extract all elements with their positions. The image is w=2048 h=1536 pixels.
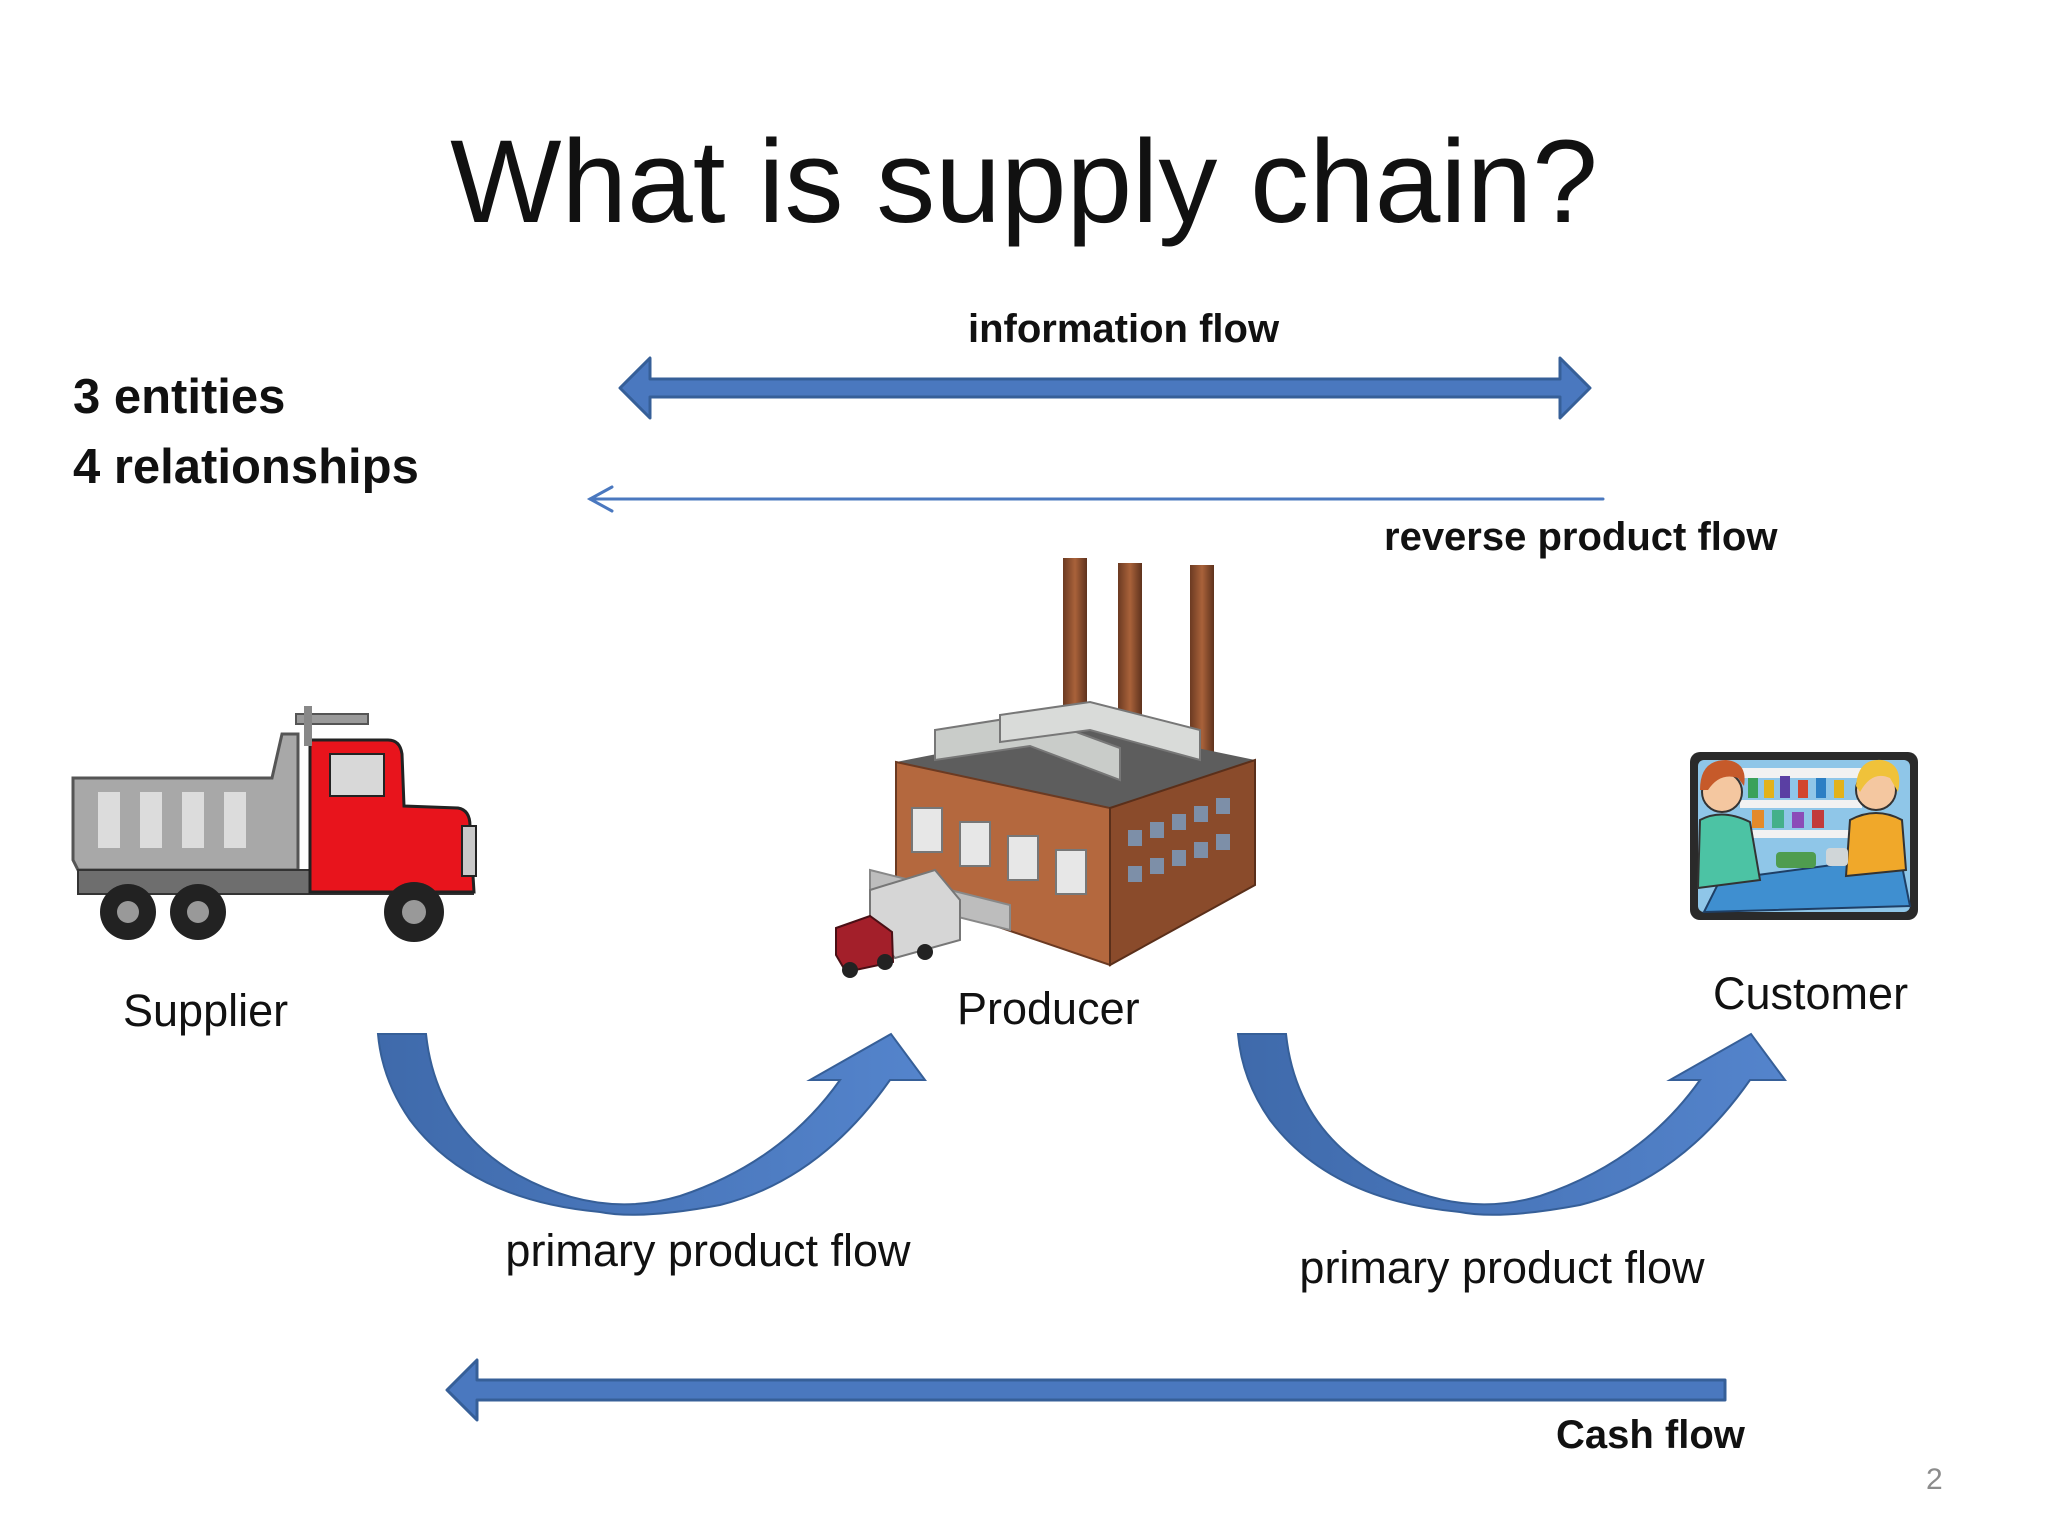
summary-list: 3 entities 4 relationships [73,362,419,502]
cash-flow-arrow [445,1358,1727,1422]
customer-label: Customer [1713,968,1909,1019]
summary-relationships: 4 relationships [73,440,419,494]
information-flow-arrow [618,356,1592,420]
customer-shop-icon [1690,752,1918,920]
supplier-label: Supplier [123,985,289,1036]
producer-label: Producer [957,983,1140,1034]
factory-icon [835,558,1256,978]
primary-product-flow-right-label: primary product flow [1299,1242,1705,1293]
page-number: 2 [1926,1463,1943,1496]
slide-title: What is supply chain? [450,116,1598,248]
cash-flow-label: Cash flow [1556,1413,1745,1457]
reverse-product-flow-arrow [586,485,1605,513]
information-flow-label: information flow [968,307,1280,351]
primary-product-flow-right-arrow [1236,1032,1787,1216]
summary-entities: 3 entities [73,370,286,424]
dump-truck-icon [71,706,477,942]
primary-product-flow-left-label: primary product flow [505,1225,911,1276]
primary-product-flow-left-arrow [376,1032,927,1216]
reverse-product-flow-label: reverse product flow [1384,515,1778,559]
